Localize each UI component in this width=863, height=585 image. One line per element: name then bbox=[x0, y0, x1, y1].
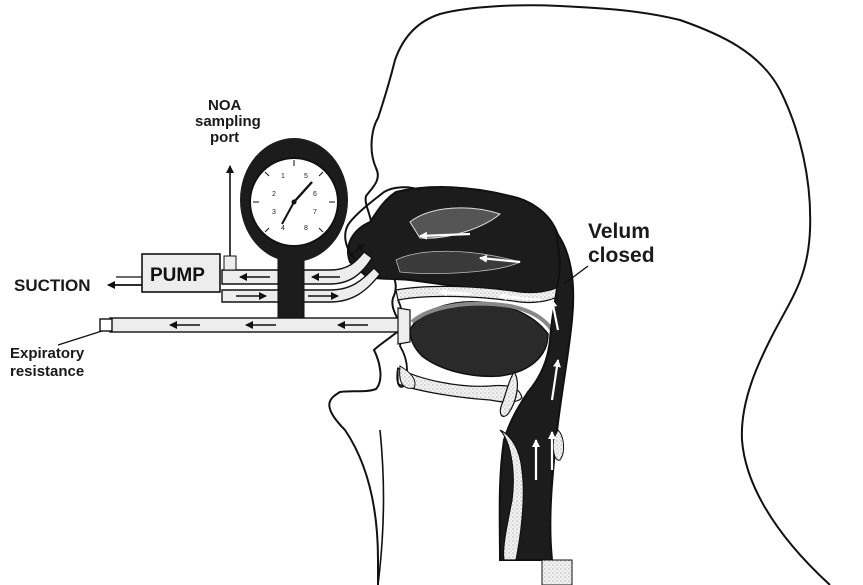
expiratory-label-line-2: resistance bbox=[10, 363, 84, 380]
noa-label-line-2: sampling bbox=[195, 113, 261, 130]
pump-label: PUMP bbox=[150, 265, 205, 286]
velum-label: Velum closed bbox=[588, 220, 655, 267]
gauge-number-5: 5 bbox=[304, 173, 308, 180]
noa-label-line-3: port bbox=[210, 129, 239, 146]
expiratory-label-line-1: Expiratory bbox=[10, 345, 85, 362]
gauge-number-4: 4 bbox=[281, 225, 285, 232]
expiratory-pointer bbox=[58, 331, 102, 345]
gauge-number-6: 6 bbox=[313, 191, 317, 198]
gauge-number-2: 2 bbox=[272, 191, 276, 198]
expiratory-resistance bbox=[100, 319, 112, 331]
expiratory-label: Expiratory resistance bbox=[10, 345, 85, 380]
trachea-base bbox=[542, 560, 572, 585]
pressure-gauge: 1 2 3 4 5 6 7 8 bbox=[240, 138, 348, 262]
nasal-cavity bbox=[348, 187, 565, 296]
mouthpiece bbox=[398, 308, 410, 344]
sampling-port-stub bbox=[224, 256, 236, 270]
velum-label-line-1: Velum bbox=[588, 220, 650, 243]
suction-label: SUCTION bbox=[14, 276, 91, 295]
gauge-number-1: 1 bbox=[281, 173, 285, 180]
gauge-number-7: 7 bbox=[313, 209, 317, 216]
velum-label-line-2: closed bbox=[588, 244, 655, 267]
gauge-number-8: 8 bbox=[304, 225, 308, 232]
noa-label: NOA sampling port bbox=[195, 97, 261, 146]
noa-label-line-1: NOA bbox=[208, 97, 242, 114]
gauge-number-3: 3 bbox=[272, 209, 276, 216]
